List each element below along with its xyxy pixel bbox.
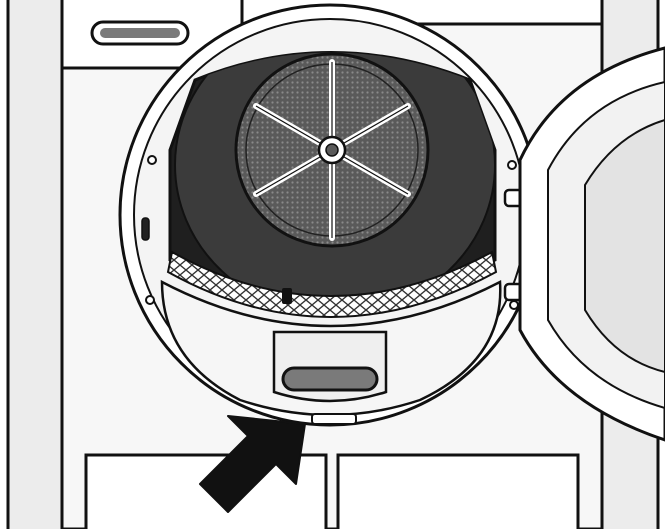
door-seal bbox=[166, 250, 498, 318]
frame-screw-top-right bbox=[507, 160, 517, 170]
arrow-pointer-icon bbox=[199, 415, 306, 513]
detergent-handle-inner bbox=[100, 28, 180, 38]
frame-screw-bottom-left bbox=[145, 295, 155, 305]
flap-slot[interactable] bbox=[311, 413, 357, 425]
frame-screw-top-left bbox=[147, 155, 157, 165]
grille-hub-center bbox=[325, 143, 339, 157]
door-latch-slot bbox=[141, 217, 150, 241]
frame-screw-bottom-right bbox=[509, 300, 519, 310]
base-panel-right bbox=[336, 453, 580, 529]
lower-cover-handle[interactable] bbox=[281, 366, 379, 392]
seal-clip bbox=[282, 288, 292, 304]
open-door-glass bbox=[584, 118, 665, 374]
